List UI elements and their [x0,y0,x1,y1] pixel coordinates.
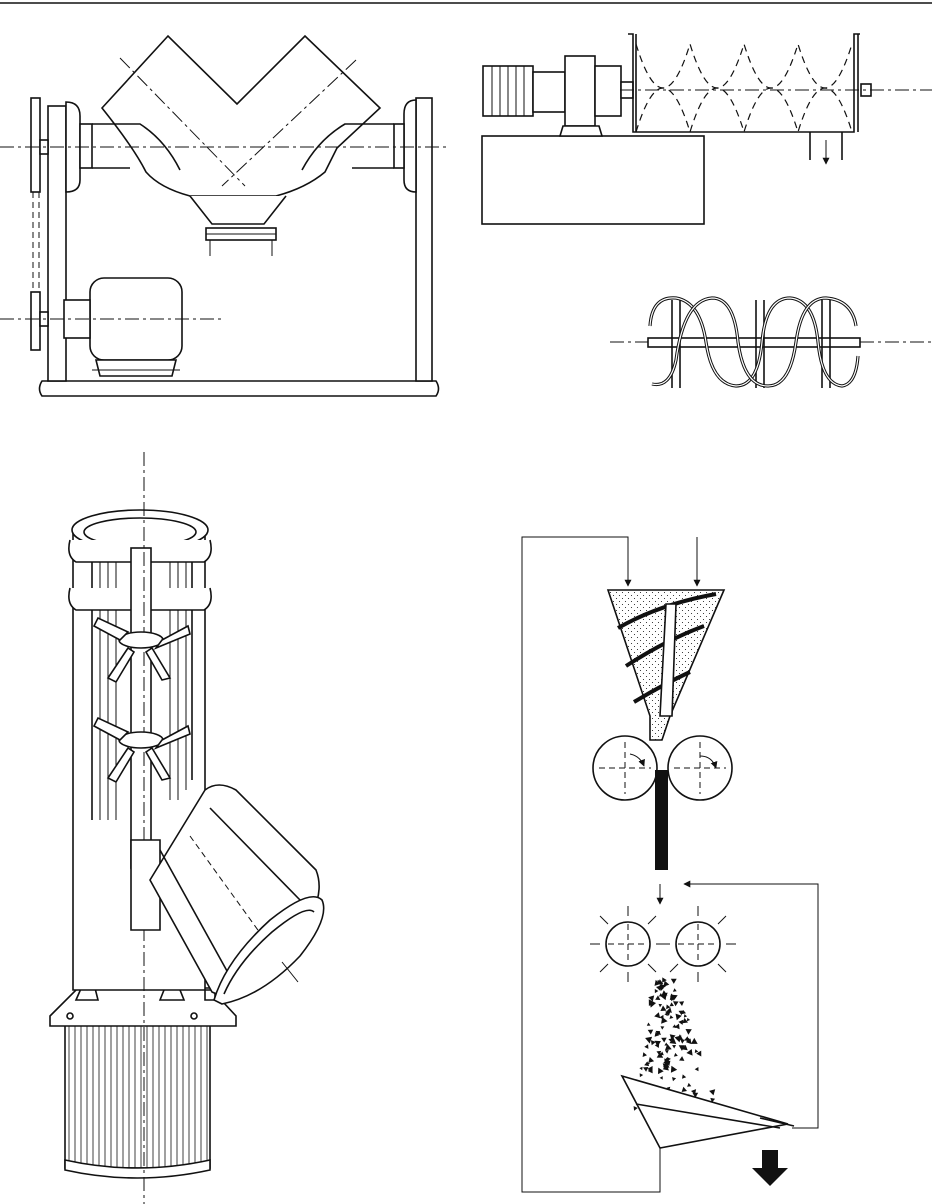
compactor-product-arrow [752,1150,788,1186]
granule [695,1067,699,1071]
v-blender-lower-pulley [31,292,40,350]
ribbon-blender-gearbox [565,56,595,126]
ribbon-blender-trough [628,34,860,132]
granule [684,1014,687,1018]
compactor-ribbon-sheet [655,770,668,870]
v-blender-panel [0,36,450,396]
granule [673,1001,679,1006]
granule [673,988,677,992]
vertical-mixer-panel [50,452,324,1204]
granule [687,1018,690,1021]
granule [679,1056,684,1061]
granule [672,1045,676,1049]
v-blender-upper-pulley [31,98,40,192]
compactor-mill-rotor-left [590,906,666,982]
granule [648,1030,654,1035]
granule [645,1037,652,1044]
granule [678,1020,683,1025]
granule [668,1057,671,1061]
granule [671,979,677,984]
ribbon-blender-panel [482,34,932,224]
vertical-mixer-bolt-1 [67,1013,73,1019]
granule [634,1106,638,1111]
granule [682,1087,687,1092]
v-blender-right-post [416,98,432,381]
granule [687,1083,691,1087]
granule [661,1038,667,1043]
v-blender-left-trunnion [80,124,92,168]
vertical-mixer-shaft [131,548,151,868]
granule [680,1039,685,1043]
v-blender-discharge-cone [190,196,286,224]
granule [679,1001,684,1006]
granule [639,1067,642,1071]
ribbon-blender-coupling [533,72,565,112]
granule [659,1004,663,1007]
compactor-oversize-return [684,884,818,1128]
granule [664,1012,667,1016]
ribbon-blender-gearbox-foot [560,126,602,136]
v-blender-base-plate [40,381,439,396]
granule [676,1014,682,1021]
ribbon-blender-inner-ribbon [636,88,852,132]
ribbon-agitator-panel [610,298,932,388]
compactor-panel [522,537,818,1192]
ribbon-blender-base [482,136,704,224]
granule [671,1066,677,1073]
granule [647,1023,651,1026]
granule [644,1044,648,1049]
vertical-mixer-bolt-2 [191,1013,197,1019]
granule [686,1029,692,1035]
granule [661,1017,668,1024]
v-blender-right-trunnion [394,124,404,168]
granule [664,981,670,987]
granule [672,1024,676,1028]
granule [640,1073,644,1077]
granule [643,1067,648,1072]
compactor-mill-rotor-right [660,906,736,982]
granule [672,1077,676,1081]
granule [643,1052,647,1057]
granule [661,1026,665,1029]
granule [660,1076,663,1080]
v-blender-right-bearing [404,100,416,192]
granule [695,1049,699,1053]
v-blender-motor-foot [96,360,176,376]
granule [654,1012,660,1018]
granule [670,1002,674,1006]
compactor-sieve [622,1076,788,1148]
granule [674,1053,678,1057]
granule [709,1089,715,1095]
granule [648,1057,654,1063]
granule [656,985,661,990]
granule [691,1038,698,1044]
granule [660,1006,666,1012]
vertical-mixer-screen-basket [65,1008,210,1168]
granule [655,989,659,993]
granule [658,1068,664,1075]
ribbon-blender-outer-ribbon [636,44,852,88]
granule [682,1074,686,1078]
ribbon-blender-gearbox-flange [595,66,621,116]
granule [670,1015,674,1019]
granule [665,1050,669,1054]
v-blender-shell [102,36,380,196]
